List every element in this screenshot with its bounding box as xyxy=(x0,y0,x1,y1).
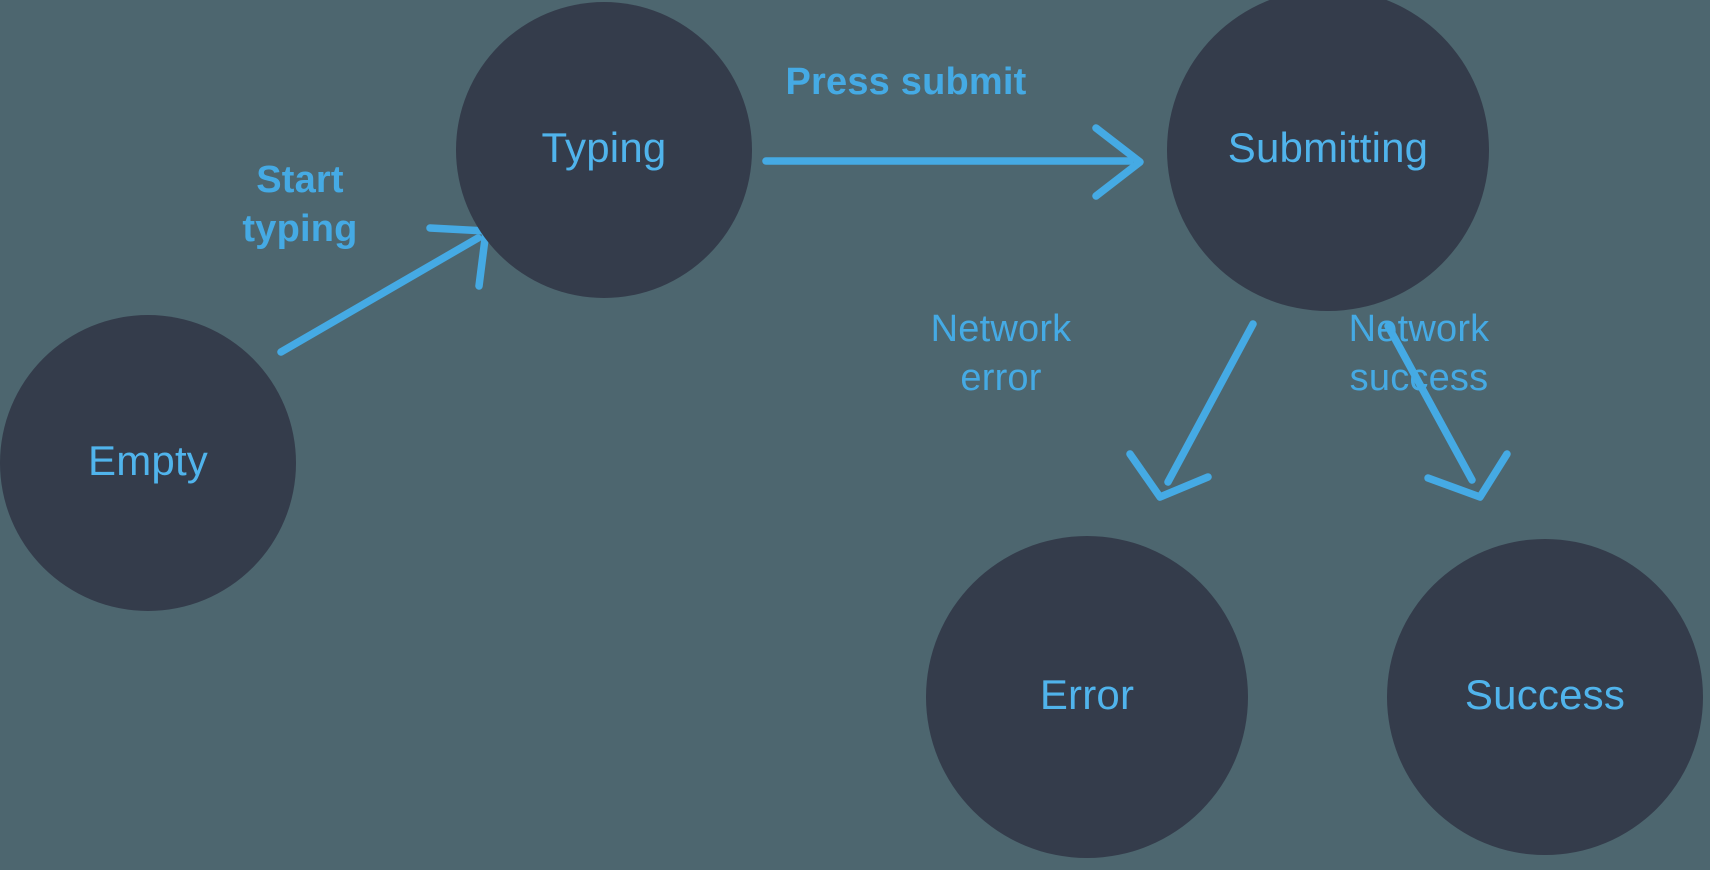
edge-label-line: Press submit xyxy=(785,61,1026,103)
state-node-success[interactable]: Success xyxy=(1387,539,1703,855)
edge-line-start-typing xyxy=(277,234,482,356)
edge-line-network-error xyxy=(1164,320,1257,486)
state-node-typing[interactable]: Typing xyxy=(456,2,752,298)
edge-label-start-typing: Start typing xyxy=(242,159,357,250)
state-label-error: Error xyxy=(1040,671,1134,718)
state-circle-empty[interactable] xyxy=(0,315,296,611)
edge-label-network-error: Network error xyxy=(931,308,1073,399)
state-label-typing: Typing xyxy=(542,124,667,171)
state-label-empty: Empty xyxy=(88,437,208,484)
state-node-submitting[interactable]: Submitting xyxy=(1167,0,1489,311)
state-circle-typing[interactable] xyxy=(456,2,752,298)
edge-label-line: Network xyxy=(1349,308,1491,350)
edge-line-network-success xyxy=(1384,322,1476,484)
state-circle-success[interactable] xyxy=(1387,539,1703,855)
edge-label-line: typing xyxy=(242,208,357,250)
state-label-submitting: Submitting xyxy=(1228,124,1428,171)
edge-label-line: Network xyxy=(931,308,1073,350)
state-circle-submitting[interactable] xyxy=(1167,0,1489,311)
state-circle-error[interactable] xyxy=(926,536,1248,858)
edge-label-press-submit: Press submit xyxy=(785,61,1026,103)
arrow-head-icon-network-error xyxy=(1126,450,1212,501)
edge-label-line: error xyxy=(960,357,1041,399)
state-node-empty[interactable]: Empty xyxy=(0,315,296,611)
edge-label-network-success: Network success xyxy=(1349,308,1491,399)
edge-label-line: Start xyxy=(256,159,344,201)
arrow-head-icon-press-submit xyxy=(1092,124,1144,200)
edge-network-error xyxy=(1126,320,1257,501)
state-label-success: Success xyxy=(1465,671,1625,718)
arrow-head-icon-network-success xyxy=(1424,450,1511,501)
state-node-error[interactable]: Error xyxy=(926,536,1248,858)
edge-label-line: success xyxy=(1350,357,1489,399)
edge-network-success xyxy=(1384,322,1511,501)
edge-press-submit xyxy=(762,124,1144,200)
